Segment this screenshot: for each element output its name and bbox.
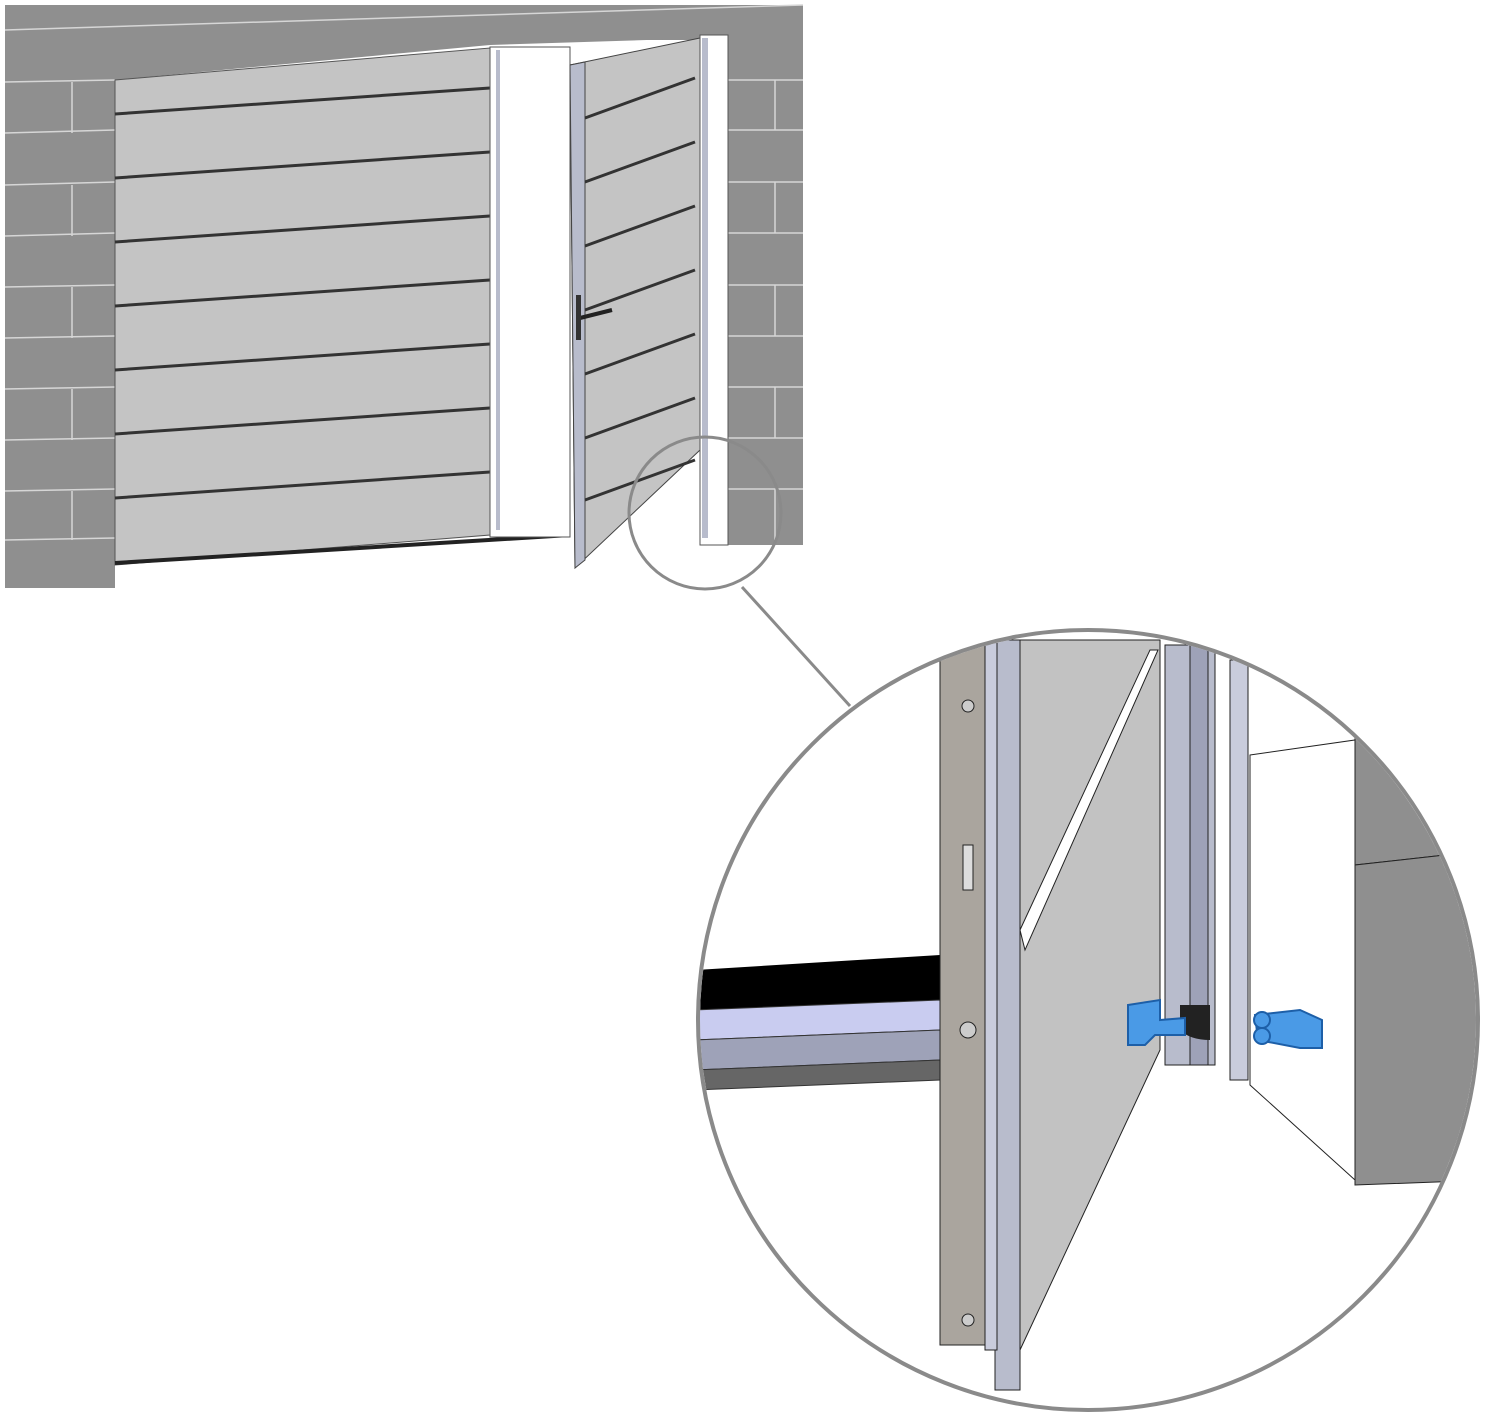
detail-view [700, 632, 1476, 1408]
door-frame [699, 34, 729, 546]
bottom-seal-profile [700, 955, 941, 1091]
door-stop-clip [1127, 998, 1323, 1049]
garage-door-panels [114, 47, 571, 566]
frame-profile [1164, 644, 1249, 1081]
detail-magnifier-circle [696, 628, 1480, 1412]
detail-callout-circle [627, 435, 783, 591]
callout-leader-line [740, 585, 852, 708]
brick-wall [4, 4, 804, 588]
door-opening [489, 46, 571, 538]
screw-icon [961, 699, 975, 713]
overview-scene [4, 4, 852, 708]
wicket-door-leaf [569, 37, 701, 570]
door-leaf-detail [939, 639, 1161, 1391]
screw-icon [961, 1313, 975, 1327]
wall-corner [1249, 699, 1476, 1186]
door-handle [579, 308, 613, 320]
screw-icon [959, 1021, 977, 1039]
